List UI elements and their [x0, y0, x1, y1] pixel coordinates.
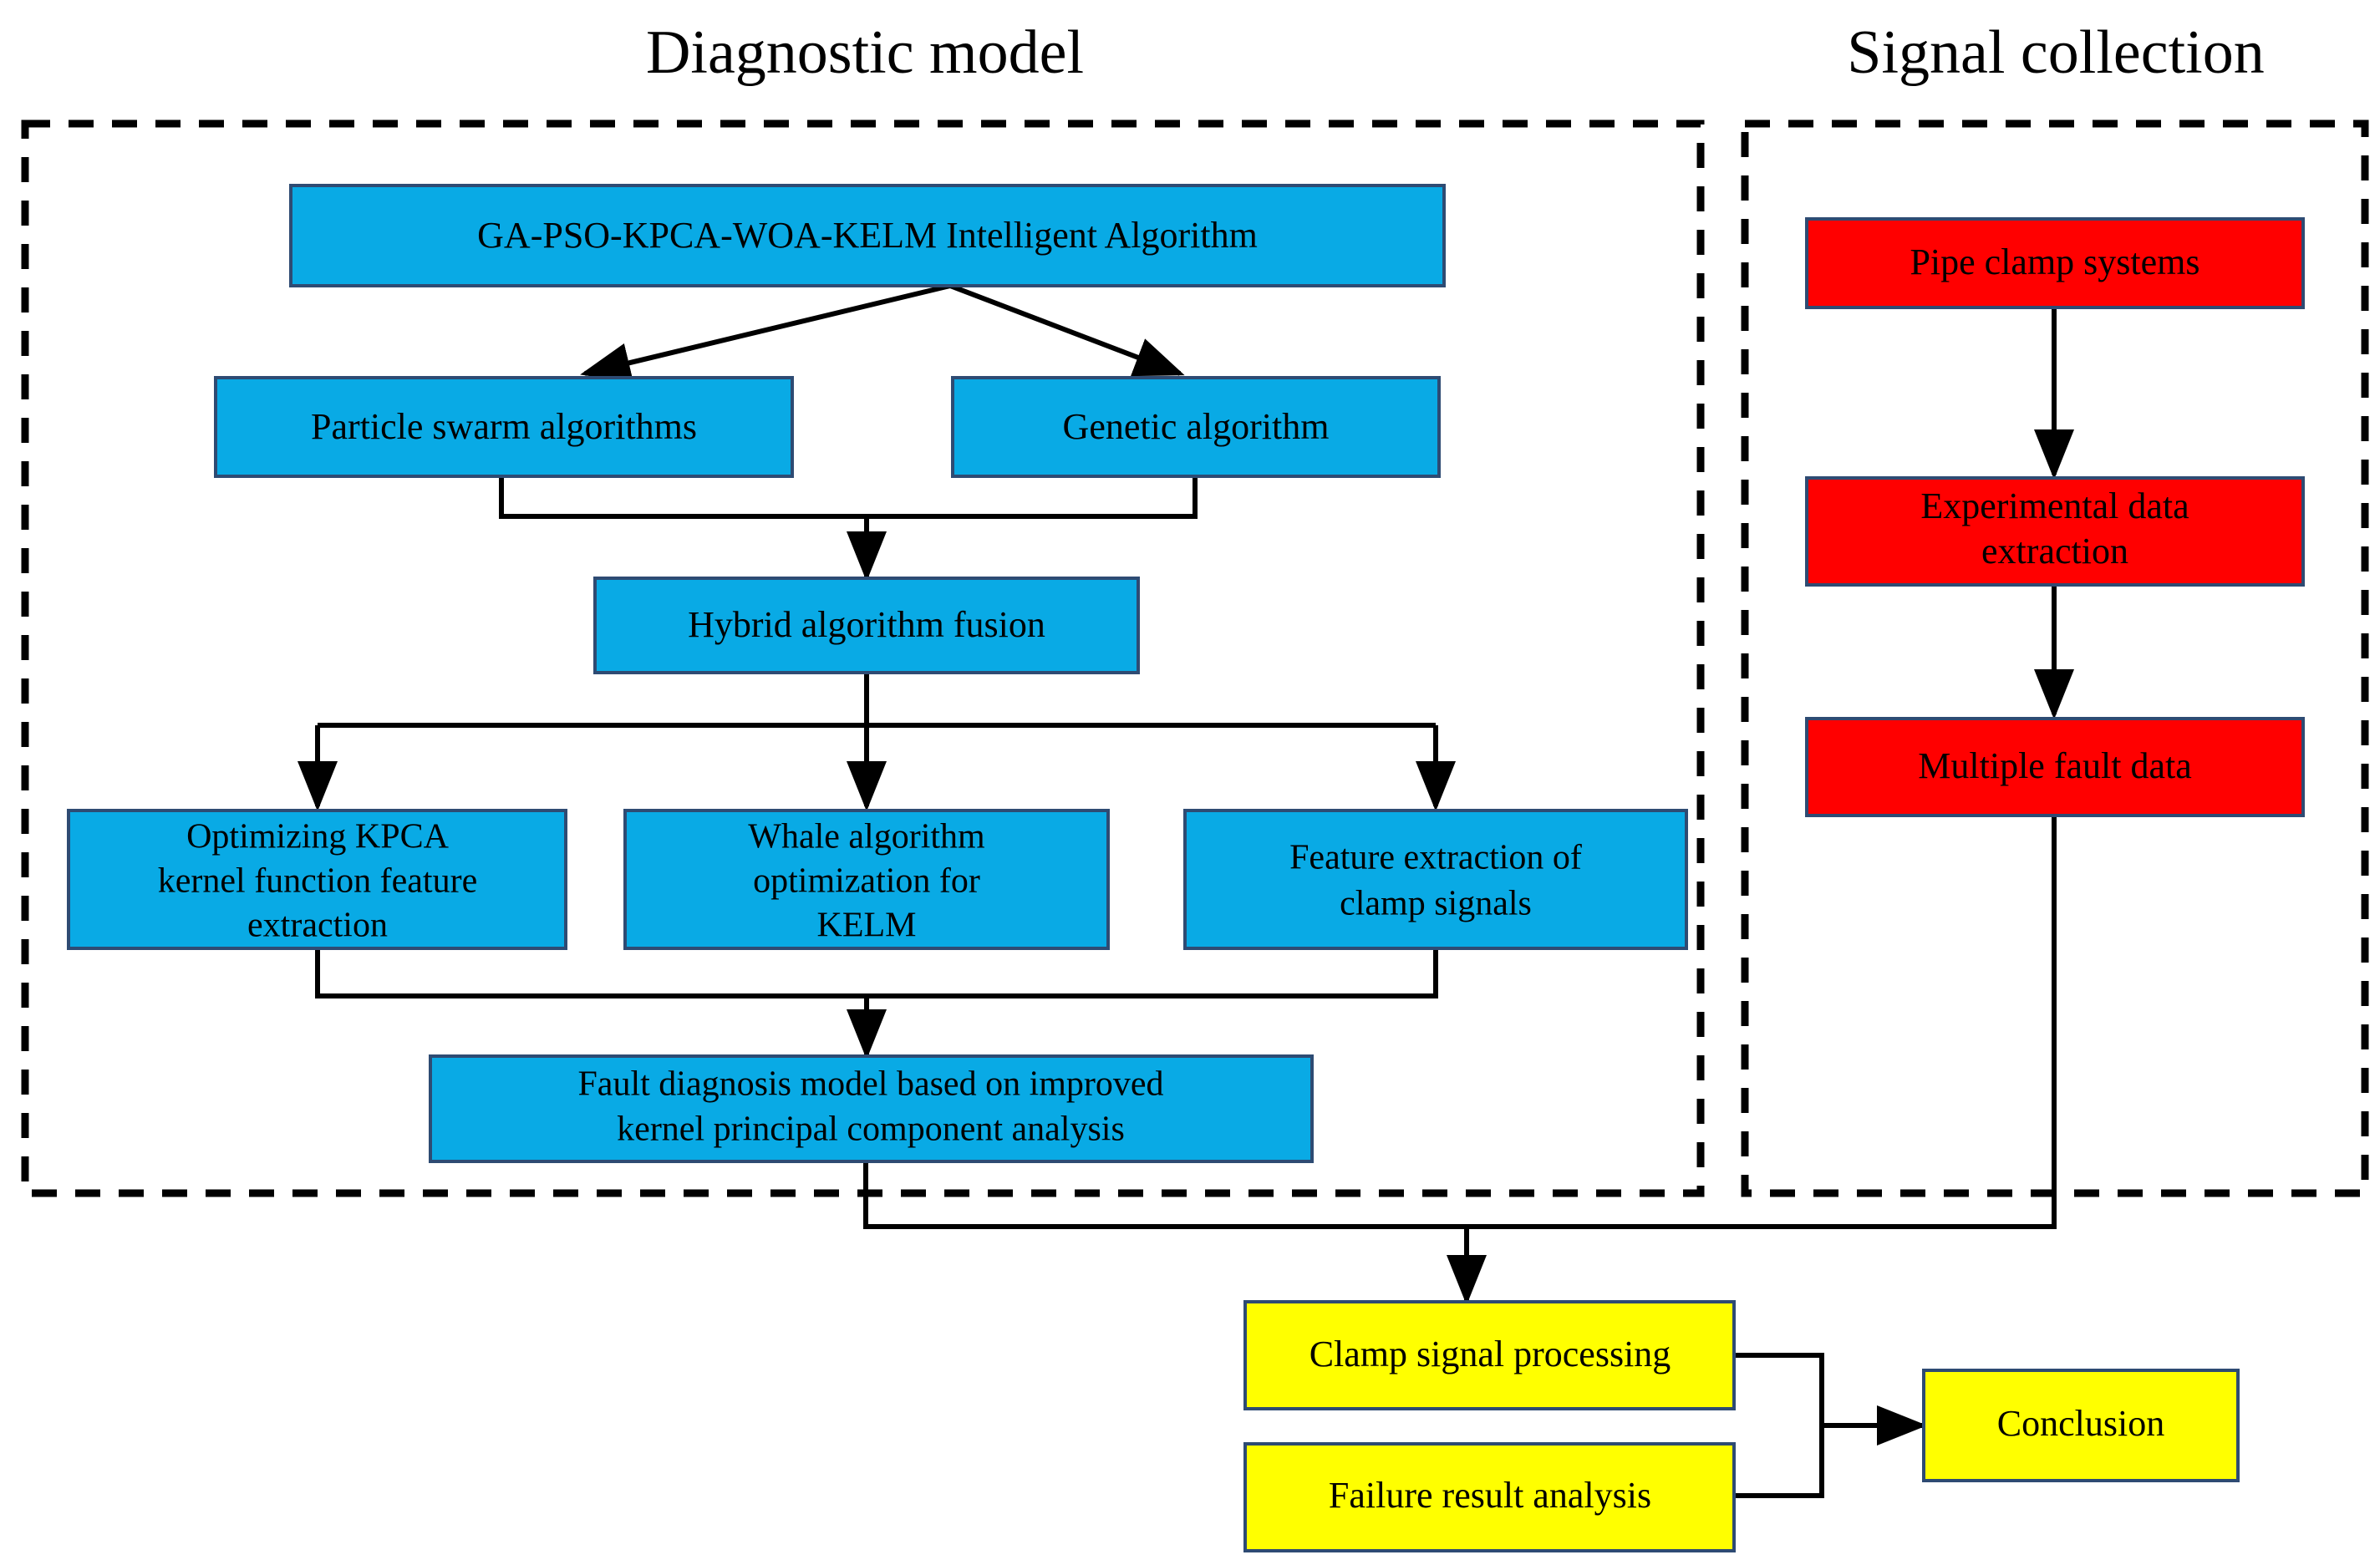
node-fault-diagnosis-model-line2: kernel principal component analysis	[617, 1110, 1125, 1149]
edge-algorithm-to-pso	[580, 283, 951, 383]
node-algorithm-label: GA-PSO-KPCA-WOA-KELM Intelligent Algorit…	[477, 215, 1258, 256]
node-experimental-data-extraction-rect[interactable]	[1805, 476, 2305, 587]
node-clamp-signal-processing-label: Clamp signal processing	[1310, 1334, 1671, 1374]
node-particle-swarm[interactable]: Particle swarm algorithms	[214, 376, 794, 478]
signal-collection-title: Signal collection	[1847, 18, 2264, 87]
node-whale-optimization-line1: Whale algorithm	[748, 818, 985, 856]
edge-yellow-merge-bracket	[1734, 1353, 1824, 1498]
node-experimental-data-extraction-line1: Experimental data	[1920, 485, 2189, 526]
node-fault-diagnosis-model[interactable]: Fault diagnosis model based on improved …	[429, 1054, 1314, 1163]
node-whale-optimization-rect[interactable]	[623, 809, 1110, 950]
node-whale-optimization-line3: KELM	[817, 907, 917, 945]
node-conclusion-rect[interactable]	[1922, 1369, 2240, 1482]
node-pipe-clamp-systems[interactable]: Pipe clamp systems	[1805, 217, 2305, 309]
node-genetic-algorithm-rect[interactable]	[951, 376, 1441, 478]
edge-three-merge-bar	[315, 948, 1438, 998]
node-fault-diagnosis-model-line1: Fault diagnosis model based on improved	[577, 1065, 1163, 1104]
node-pipe-clamp-systems-rect[interactable]	[1805, 217, 2305, 309]
node-multiple-fault-data-label: Multiple fault data	[1918, 745, 2191, 786]
node-failure-result-analysis[interactable]: Failure result analysis	[1243, 1442, 1736, 1552]
node-conclusion[interactable]: Conclusion	[1922, 1369, 2240, 1482]
node-fault-diagnosis-model-rect[interactable]	[429, 1054, 1314, 1163]
node-failure-result-analysis-label: Failure result analysis	[1329, 1475, 1651, 1516]
node-algorithm[interactable]: GA-PSO-KPCA-WOA-KELM Intelligent Algorit…	[289, 184, 1446, 287]
node-optimizing-kpca-line3: extraction	[247, 907, 388, 945]
node-feature-extraction-line2: clamp signals	[1340, 885, 1532, 923]
node-conclusion-label: Conclusion	[1997, 1403, 2164, 1444]
node-hybrid-fusion-label: Hybrid algorithm fusion	[688, 604, 1045, 645]
node-clamp-signal-processing[interactable]: Clamp signal processing	[1243, 1300, 1736, 1410]
node-feature-extraction-rect[interactable]	[1183, 809, 1688, 950]
node-multiple-fault-data[interactable]: Multiple fault data	[1805, 717, 2305, 817]
node-whale-optimization-line2: optimization for	[753, 862, 980, 901]
node-hybrid-fusion-rect[interactable]	[593, 577, 1140, 674]
edge-bottom-merge-bar	[863, 816, 2057, 1229]
node-optimizing-kpca-line1: Optimizing KPCA	[186, 818, 450, 856]
node-multiple-fault-data-rect[interactable]	[1805, 717, 2305, 817]
node-feature-extraction[interactable]: Feature extraction of clamp signals	[1183, 809, 1688, 950]
node-experimental-data-extraction-line2: extraction	[1981, 531, 2128, 572]
node-optimizing-kpca-line2: kernel function feature	[158, 862, 477, 901]
node-feature-extraction-line1: Feature extraction of	[1289, 839, 1582, 877]
diagnostic-model-panel	[21, 119, 1705, 1197]
node-particle-swarm-label: Particle swarm algorithms	[311, 406, 697, 447]
diagnostic-model-title: Diagnostic model	[646, 18, 1084, 87]
node-clamp-signal-processing-rect[interactable]	[1243, 1300, 1736, 1410]
node-particle-swarm-rect[interactable]	[214, 376, 794, 478]
node-optimizing-kpca[interactable]: Optimizing KPCA kernel function feature …	[67, 809, 567, 950]
node-genetic-algorithm-label: Genetic algorithm	[1063, 406, 1330, 447]
node-optimizing-kpca-rect[interactable]	[67, 809, 567, 950]
node-pipe-clamp-systems-label: Pipe clamp systems	[1910, 241, 2199, 282]
node-experimental-data-extraction[interactable]: Experimental data extraction	[1805, 476, 2305, 587]
node-failure-result-analysis-rect[interactable]	[1243, 1442, 1736, 1552]
node-hybrid-fusion[interactable]: Hybrid algorithm fusion	[593, 577, 1140, 674]
node-genetic-algorithm[interactable]: Genetic algorithm	[951, 376, 1441, 478]
node-algorithm-rect[interactable]	[289, 184, 1446, 287]
edge-algorithm-to-ga	[948, 283, 1185, 377]
edge-pso-ga-merge-bar	[499, 476, 1198, 519]
node-whale-optimization[interactable]: Whale algorithm optimization for KELM	[623, 809, 1110, 950]
